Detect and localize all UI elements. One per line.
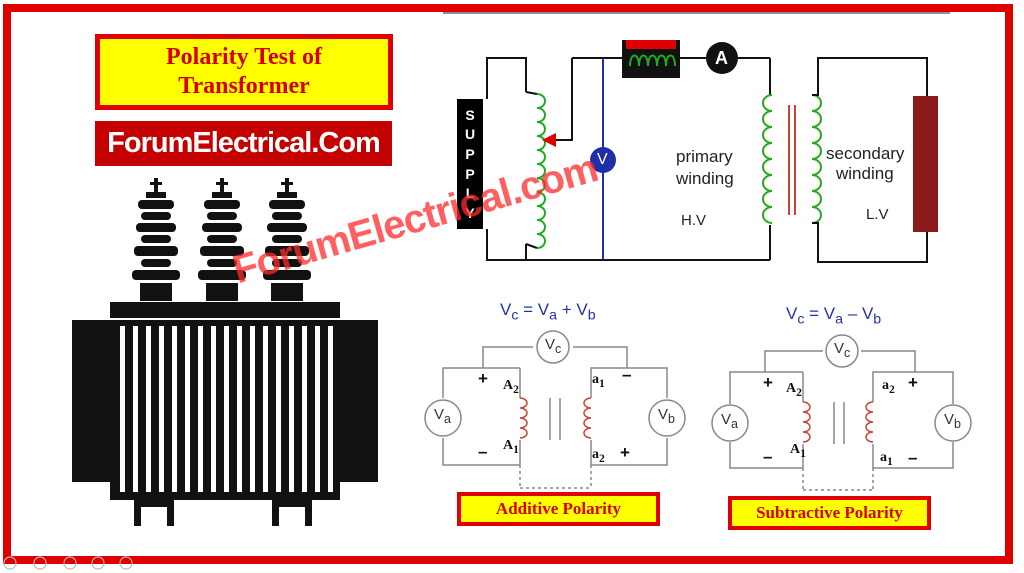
- subtractive-formula: Vc = Va – Vb: [786, 304, 882, 328]
- title-line-1: Polarity Test of: [166, 44, 322, 70]
- secondary-label-1: secondary: [826, 144, 905, 163]
- subtractive-polarity-label: Subtractive Polarity: [728, 496, 931, 530]
- foot-left: [134, 500, 174, 526]
- subtractive-circuit: [711, 334, 972, 491]
- subtractive-sign-tr: +: [908, 373, 918, 392]
- subtractive-sign-tl: +: [763, 373, 773, 392]
- supply-letter: Y: [465, 205, 475, 222]
- supply-letter: P: [465, 146, 475, 163]
- subtractive-terminal-a1: a1: [880, 450, 893, 468]
- additive-terminal-a1: a1: [592, 372, 605, 390]
- foot-right: [272, 500, 312, 526]
- additive-va-meter: Va: [434, 406, 451, 426]
- title-line-2: Transformer: [178, 73, 310, 99]
- subtractive-sign-bl: –: [763, 447, 773, 466]
- ammeter-icon: [706, 42, 738, 74]
- bushing-left: [132, 178, 180, 301]
- additive-terminal-A2: A2: [503, 378, 519, 396]
- variac-slider-arrow: [542, 133, 556, 147]
- supply-letter: L: [465, 185, 475, 202]
- supply-letter: P: [465, 165, 475, 182]
- bushing-right: [263, 178, 311, 301]
- additive-sign-br: +: [620, 443, 630, 462]
- brand-banner: ForumElectrical.Com: [95, 121, 392, 166]
- additive-terminal-a2: a2: [592, 447, 605, 465]
- primary-label-2: winding: [676, 169, 734, 188]
- supply-label: S U P P L Y: [457, 99, 483, 229]
- load-resistor: [913, 96, 938, 232]
- additive-sign-tl: +: [478, 369, 488, 388]
- subtractive-terminal-A1: A1: [790, 442, 806, 460]
- tank-top: [110, 302, 340, 318]
- voltmeter-icon: [590, 147, 616, 173]
- additive-sign-bl: –: [478, 442, 488, 461]
- secondary-coil: [811, 94, 822, 224]
- secondary-side-label: L.V: [866, 206, 889, 223]
- additive-circuit: [424, 330, 686, 489]
- title-box: Polarity Test of Transformer: [95, 34, 393, 110]
- supply-letter: S: [465, 106, 475, 123]
- primary-coil: [762, 94, 773, 224]
- supply-letter: U: [464, 126, 476, 143]
- subtractive-va-meter: Va: [721, 411, 738, 431]
- subtractive-terminal-A2: A2: [786, 381, 802, 399]
- radiator-left: [72, 320, 110, 482]
- subtractive-vb-meter: Vb: [944, 411, 961, 431]
- voltmeter-label: V: [597, 151, 608, 168]
- ammeter-label: A: [715, 48, 728, 68]
- additive-sign-tr: –: [622, 365, 632, 384]
- transformer-illustration: [72, 178, 378, 526]
- additive-polarity-label: Additive Polarity: [457, 492, 660, 526]
- subtractive-vc-meter: Vc: [834, 340, 851, 360]
- variac-coil: [536, 93, 546, 249]
- bushing-center: [198, 178, 246, 301]
- bottom-toolbar-icons: [3, 556, 133, 570]
- additive-formula: Vc = Va + Vb: [500, 300, 596, 324]
- secondary-label-2: winding: [836, 164, 894, 183]
- additive-vc-meter: Vc: [545, 336, 562, 356]
- primary-label-1: primary: [676, 147, 733, 166]
- primary-side-label: H.V: [681, 212, 707, 229]
- radiator-right: [340, 320, 378, 482]
- cooling-fins: [120, 326, 333, 492]
- subtractive-sign-br: –: [908, 448, 918, 467]
- subtractive-terminal-a2: a2: [882, 378, 895, 396]
- additive-vb-meter: Vb: [658, 406, 675, 426]
- additive-terminal-A1: A1: [503, 438, 519, 456]
- test-circuit: [443, 12, 950, 263]
